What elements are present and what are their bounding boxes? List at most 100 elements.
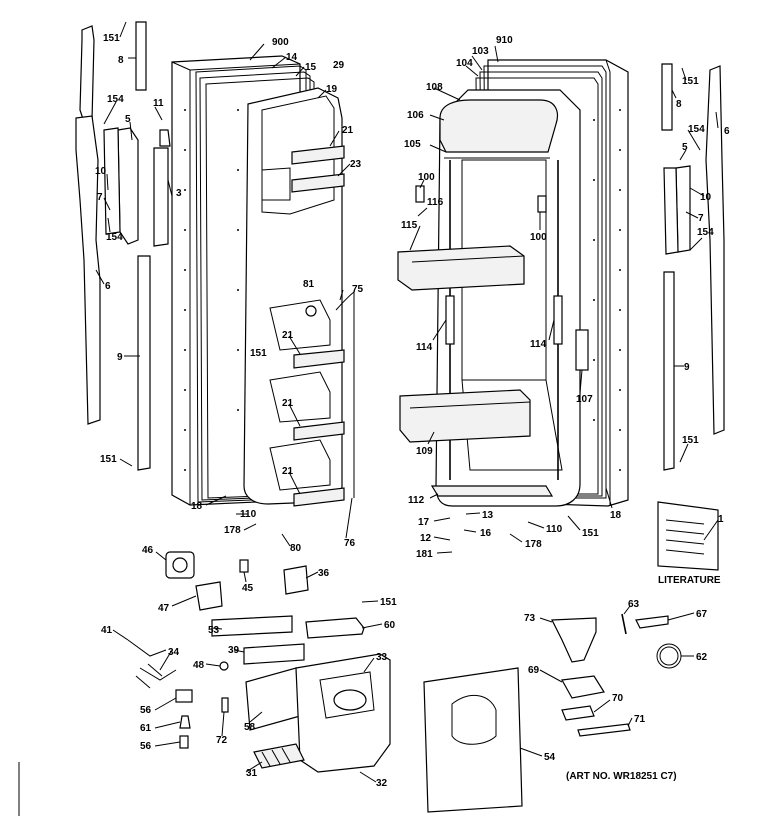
leader-lines — [95, 21, 719, 783]
label-110: 110 — [240, 509, 257, 520]
label-54: 54 — [544, 752, 556, 763]
label-7: 7 — [97, 192, 103, 203]
label-16: 16 — [480, 528, 492, 539]
label-76: 76 — [344, 538, 356, 549]
label-151: 151 — [380, 597, 397, 608]
label-116: 116 — [427, 197, 444, 208]
label-154: 154 — [107, 94, 124, 105]
label-18: 18 — [610, 510, 622, 521]
label-62: 62 — [696, 652, 708, 663]
label-45: 45 — [242, 583, 254, 594]
label-33: 33 — [376, 652, 388, 663]
label-5: 5 — [125, 114, 131, 125]
literature-booklet — [657, 501, 719, 571]
label-58: 58 — [244, 722, 256, 733]
label-151: 151 — [103, 33, 120, 44]
label-19: 19 — [326, 84, 338, 95]
label-21: 21 — [282, 330, 294, 341]
label-6: 6 — [105, 281, 111, 292]
label-107: 107 — [576, 394, 593, 405]
label-21: 21 — [282, 398, 294, 409]
left-handle-assembly — [75, 21, 171, 471]
label-12: 12 — [420, 533, 432, 544]
label-151: 151 — [682, 435, 699, 446]
label-151: 151 — [582, 528, 599, 539]
label-41: 41 — [101, 625, 113, 636]
label-181: 181 — [416, 549, 433, 560]
label-70: 70 — [612, 693, 624, 704]
label-109: 109 — [416, 446, 433, 457]
label-56: 56 — [140, 741, 152, 752]
fresh-food-door-assembly — [397, 59, 629, 507]
label-106: 106 — [407, 110, 424, 121]
label-105: 105 — [404, 139, 421, 150]
label-151: 151 — [100, 454, 117, 465]
label-9: 9 — [117, 352, 123, 363]
label-71: 71 — [634, 714, 646, 725]
label-21: 21 — [282, 466, 294, 477]
label-910: 910 — [496, 35, 513, 46]
label-5: 5 — [682, 142, 688, 153]
label-1: 1 — [718, 514, 724, 525]
label-114: 114 — [530, 339, 547, 350]
label-103: 103 — [472, 46, 489, 57]
label-67: 67 — [696, 609, 708, 620]
label-8: 8 — [118, 55, 124, 66]
label-39: 39 — [228, 645, 240, 656]
dispenser-parts — [127, 551, 682, 813]
part-number-labels: 151 8 154 11 5 10 7 154 3 6 9 151 900 14… — [95, 33, 730, 789]
label-104: 104 — [456, 58, 473, 69]
label-17: 17 — [418, 517, 430, 528]
label-11: 11 — [153, 98, 164, 109]
label-75: 75 — [352, 284, 364, 295]
label-7: 7 — [698, 213, 704, 224]
label-154: 154 — [106, 232, 123, 243]
label-21: 21 — [342, 125, 354, 136]
label-56: 56 — [140, 705, 152, 716]
label-80: 80 — [290, 543, 302, 554]
label-47: 47 — [158, 603, 170, 614]
literature-caption: LITERATURE — [658, 575, 721, 586]
art-number: (ART NO. WR18251 C7) — [566, 771, 677, 782]
panel-rivets-left — [184, 109, 239, 471]
door-shelves-left — [291, 145, 345, 507]
right-handle-assembly — [661, 63, 725, 471]
label-151: 151 — [682, 76, 699, 87]
label-61: 61 — [140, 723, 152, 734]
label-108: 108 — [426, 82, 443, 93]
label-178: 178 — [525, 539, 542, 550]
label-9: 9 — [684, 362, 690, 373]
label-15: 15 — [305, 62, 317, 73]
label-60: 60 — [384, 620, 396, 631]
label-154: 154 — [688, 124, 705, 135]
label-10: 10 — [95, 166, 107, 177]
label-34: 34 — [168, 647, 180, 658]
label-100: 100 — [530, 232, 547, 243]
label-18: 18 — [191, 501, 203, 512]
label-100: 100 — [418, 172, 435, 183]
label-14: 14 — [286, 52, 298, 63]
label-29: 29 — [333, 60, 345, 71]
label-36: 36 — [318, 568, 330, 579]
label-73: 73 — [524, 613, 536, 624]
label-31: 31 — [246, 768, 258, 779]
label-112: 112 — [408, 495, 425, 506]
label-6: 6 — [724, 126, 730, 137]
freezer-door-assembly — [171, 55, 355, 507]
label-53: 53 — [208, 625, 220, 636]
label-48: 48 — [193, 660, 205, 671]
label-110: 110 — [546, 524, 563, 535]
label-154: 154 — [697, 227, 714, 238]
label-72: 72 — [216, 735, 228, 746]
label-13: 13 — [482, 510, 494, 521]
label-114: 114 — [416, 342, 433, 353]
panel-rivets-right — [593, 109, 621, 471]
label-8: 8 — [676, 99, 682, 110]
label-900: 900 — [272, 37, 289, 48]
label-81: 81 — [303, 279, 315, 290]
label-115: 115 — [401, 220, 418, 231]
label-10: 10 — [700, 192, 712, 203]
label-32: 32 — [376, 778, 388, 789]
label-63: 63 — [628, 599, 640, 610]
